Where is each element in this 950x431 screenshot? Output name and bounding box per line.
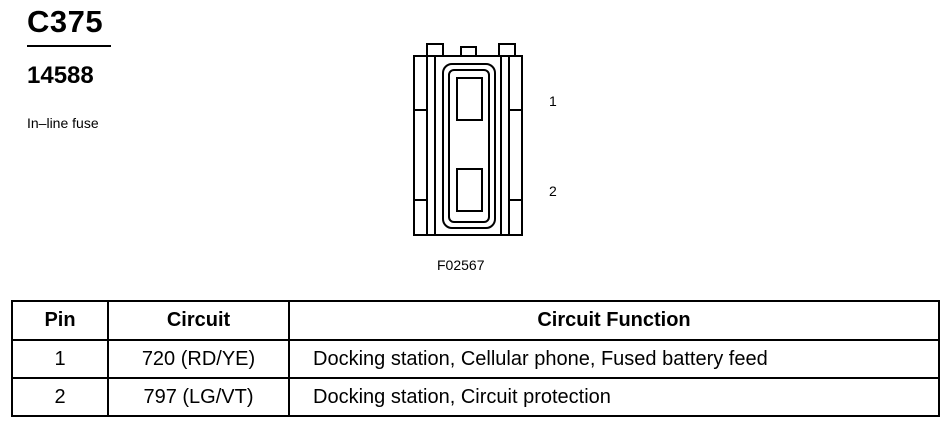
header-circuit-function: Circuit Function	[288, 300, 940, 341]
circuit-cell: 720 (RD/YE)	[107, 339, 290, 379]
pin-cell: 2	[11, 377, 109, 417]
circuit-cell: 797 (LG/VT)	[107, 377, 290, 417]
part-number: 14588	[27, 62, 94, 89]
connector-face-diagram	[413, 43, 523, 236]
pin-cell: 1	[11, 339, 109, 379]
function-cell: Docking station, Circuit protection	[288, 377, 940, 417]
connector-id: C375	[27, 4, 104, 39]
table-header-row: Pin Circuit Circuit Function	[11, 300, 940, 341]
connector-description: In–line fuse	[27, 115, 99, 131]
pin-label-2: 2	[549, 183, 557, 199]
pin-table: Pin Circuit Circuit Function 1 720 (RD/Y…	[11, 300, 940, 417]
terminal-2	[456, 168, 483, 212]
header-pin: Pin	[11, 300, 109, 341]
table-row: 2 797 (LG/VT) Docking station, Circuit p…	[11, 377, 940, 417]
table-row: 1 720 (RD/YE) Docking station, Cellular …	[11, 339, 940, 379]
figure-id: F02567	[437, 257, 485, 273]
function-cell: Docking station, Cellular phone, Fused b…	[288, 339, 940, 379]
title-underline	[27, 45, 111, 47]
terminal-1	[456, 77, 483, 121]
pin-label-1: 1	[549, 93, 557, 109]
header-circuit: Circuit	[107, 300, 290, 341]
